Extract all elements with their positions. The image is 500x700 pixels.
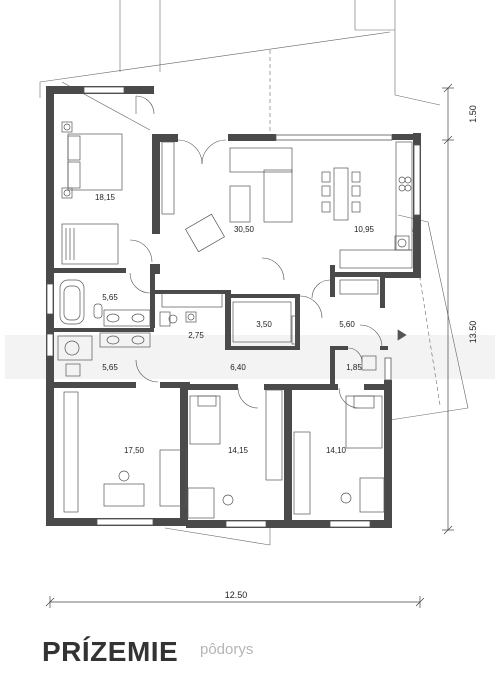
terrace-dimension-label: 1.50 — [468, 105, 478, 123]
width-dimension — [45, 596, 425, 608]
room-area-bedroom-left: 17,50 — [124, 446, 145, 455]
page-title: PRÍZEMIE — [42, 636, 179, 667]
utility-furniture — [159, 279, 407, 371]
room-area-bedroom-middle: 14,15 — [228, 446, 249, 455]
room-area-pantry: 2,75 — [188, 331, 204, 340]
room-area-bedroom-right: 14,10 — [326, 446, 347, 455]
room-area-bedroom-master: 18,15 — [95, 193, 116, 202]
room-labels: 18,15 30,50 10,95 5,65 5,65 2,75 3,50 5,… — [95, 193, 375, 455]
kitchen-furniture — [321, 141, 413, 269]
room-area-storage: 3,50 — [256, 320, 272, 329]
depth-dimension-label: 13.50 — [468, 321, 478, 344]
windows — [46, 86, 421, 528]
room-area-living-room: 30,50 — [234, 225, 255, 234]
room-area-toilet: 1,85 — [346, 363, 362, 372]
door-swings — [129, 95, 383, 409]
room-area-hallway: 6,40 — [230, 363, 246, 372]
bedroom-furniture — [63, 389, 385, 519]
room-area-wc-shower: 5,65 — [102, 363, 118, 372]
interior-walls — [54, 264, 388, 524]
room-area-bathroom: 5,65 — [102, 293, 118, 302]
living-room-furniture — [161, 141, 293, 308]
room-area-dining-kitchen: 10,95 — [354, 225, 375, 234]
depth-dimension — [442, 83, 454, 535]
page-subtitle: pôdorys — [200, 641, 254, 658]
master-bedroom-furniture — [61, 121, 123, 265]
watermark — [5, 335, 495, 379]
width-dimension-label: 12.50 — [225, 590, 248, 600]
bathroom-furniture — [57, 279, 151, 377]
room-area-entrance-hall: 5,60 — [339, 320, 355, 329]
